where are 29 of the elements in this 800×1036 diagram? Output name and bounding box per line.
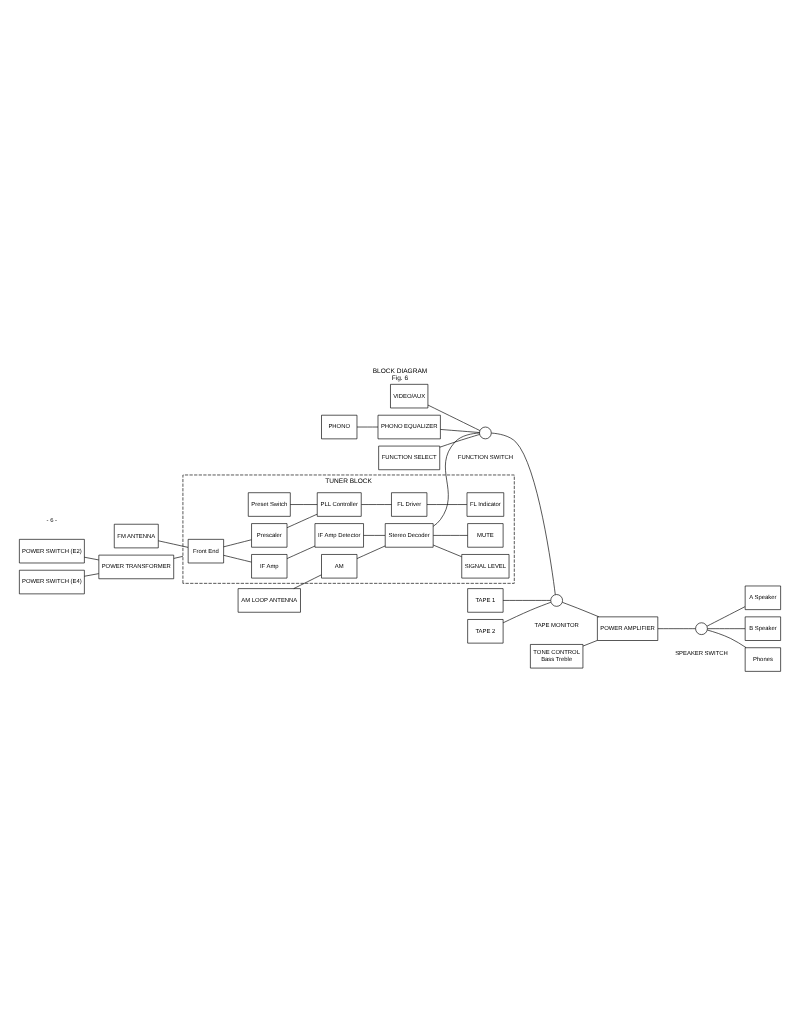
connector	[426, 504, 468, 505]
connector	[707, 629, 747, 648]
connector	[562, 602, 600, 618]
connector	[363, 535, 386, 536]
node-circle	[695, 622, 708, 635]
node-circle	[550, 594, 563, 607]
connector	[502, 600, 551, 601]
connector	[223, 555, 252, 563]
connector	[84, 573, 99, 577]
connector	[361, 504, 392, 505]
connector	[502, 601, 552, 624]
connector	[706, 606, 746, 627]
connector	[286, 513, 318, 529]
connector	[293, 574, 322, 589]
connector	[427, 404, 481, 431]
connector	[356, 545, 386, 559]
connector	[433, 535, 468, 536]
connector	[582, 640, 598, 647]
connector	[158, 540, 189, 548]
connector	[290, 504, 318, 505]
connector	[286, 545, 316, 559]
connector	[439, 434, 480, 448]
node-circle	[479, 426, 492, 440]
connector	[440, 429, 480, 433]
connector	[223, 539, 252, 548]
connector	[491, 432, 556, 595]
connector	[84, 556, 99, 561]
connector	[433, 544, 462, 558]
connector	[432, 432, 480, 527]
